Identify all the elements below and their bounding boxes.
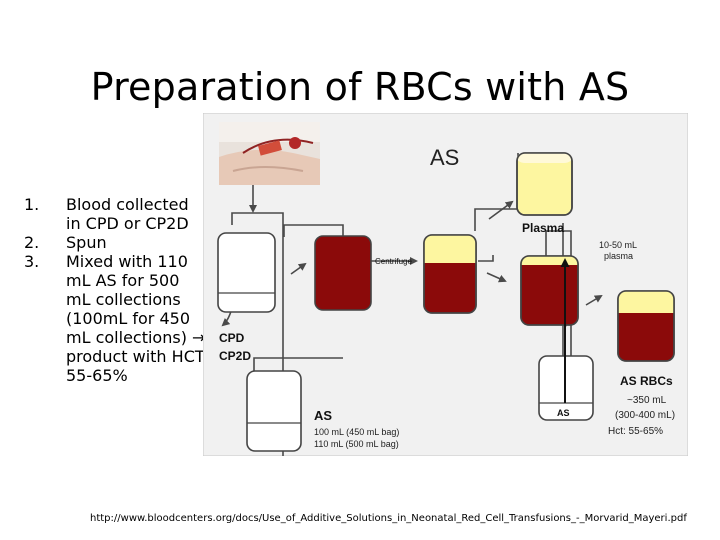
step-item: 2. Spun bbox=[24, 233, 206, 252]
step-text: Blood collected in CPD or CP2D bbox=[66, 195, 189, 233]
separated-bag bbox=[423, 234, 477, 314]
as-rbc-volume: ~350 mL bbox=[627, 395, 667, 406]
whole-blood-bag bbox=[314, 235, 372, 311]
rbc-residual-plasma-bag bbox=[520, 255, 579, 326]
step-text: Mixed with 110 mL AS for 500 mL collecti… bbox=[66, 252, 206, 385]
step-item: 1. Blood collected in CPD or CP2D bbox=[24, 195, 206, 233]
as-rbc-title: AS RBCs bbox=[620, 374, 673, 388]
as-bag-label: AS bbox=[557, 408, 570, 418]
as-volume-450: 100 mL (450 mL bag) bbox=[314, 427, 399, 437]
as-solution-bag bbox=[538, 258, 594, 421]
plasma-bag bbox=[516, 152, 573, 216]
plasma-note-plasma: plasma bbox=[604, 251, 633, 261]
slide-title: Preparation of RBCs with AS bbox=[90, 65, 630, 110]
as-label: AS bbox=[314, 408, 332, 423]
additive-solution-bag bbox=[246, 370, 302, 452]
centrifuge-label: Centrifuge bbox=[375, 257, 412, 266]
step-item: 3. Mixed with 110 mL AS for 500 mL colle… bbox=[24, 252, 206, 385]
anticoagulant-cp2d: CP2D bbox=[219, 349, 251, 363]
collection-bag-empty bbox=[217, 232, 276, 313]
step-text: Spun bbox=[66, 233, 107, 252]
plasma-label: Plasma bbox=[522, 221, 564, 235]
as-rbc-range: (300-400 mL) bbox=[615, 410, 675, 421]
step-number: 1. bbox=[24, 195, 40, 214]
as-rbc-bag bbox=[617, 290, 675, 362]
step-number: 2. bbox=[24, 233, 40, 252]
blood-collection-photo bbox=[219, 122, 320, 185]
as-rbc-hct: Hct: 55-65% bbox=[608, 426, 663, 437]
figure-heading: AS bbox=[430, 145, 459, 170]
as-volume-500: 110 mL (500 mL bag) bbox=[314, 439, 399, 449]
plasma-note-volume: 10-50 mL bbox=[599, 240, 637, 250]
step-number: 3. bbox=[24, 252, 40, 271]
steps-list: 1. Blood collected in CPD or CP2D 2. Spu… bbox=[24, 195, 206, 385]
source-url[interactable]: http://www.bloodcenters.org/docs/Use_of_… bbox=[90, 513, 687, 524]
rbc-preparation-diagram: AS Centrifuge bbox=[203, 113, 688, 456]
anticoagulant-cpd: CPD bbox=[219, 331, 245, 345]
